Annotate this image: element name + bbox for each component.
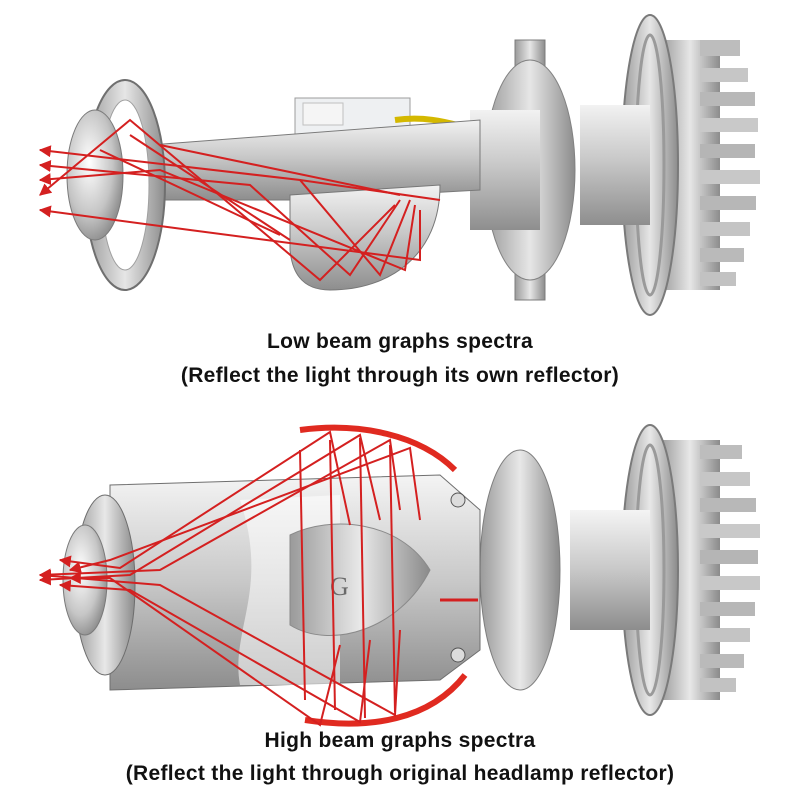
screw-icon <box>450 492 466 508</box>
shield-cutoff <box>289 523 431 637</box>
bulb-neck <box>580 105 650 225</box>
screw-icon <box>450 647 466 663</box>
high-beam-title: High beam graphs spectra <box>264 729 536 752</box>
headlamp-reflector-bottom <box>304 673 468 727</box>
high-beam-bulb-photo: G <box>38 424 760 727</box>
heatsink-fins <box>660 40 760 290</box>
high-beam-light-rays <box>38 430 421 727</box>
headlamp-reflector-top <box>299 424 458 473</box>
low-beam-light-rays <box>38 118 441 282</box>
low-beam-subtitle: (Reflect the light through its own refle… <box>180 364 620 387</box>
high-beam-panel: G <box>0 400 800 730</box>
shield-letter: G <box>330 572 349 601</box>
mounting-flange <box>479 449 561 691</box>
low-beam-bulb-photo <box>38 14 760 316</box>
bulb-neck <box>570 510 650 630</box>
high-beam-subtitle: (Reflect the light through original head… <box>125 762 675 785</box>
low-beam-title: Low beam graphs spectra <box>267 330 533 353</box>
low-beam-panel <box>0 0 800 330</box>
